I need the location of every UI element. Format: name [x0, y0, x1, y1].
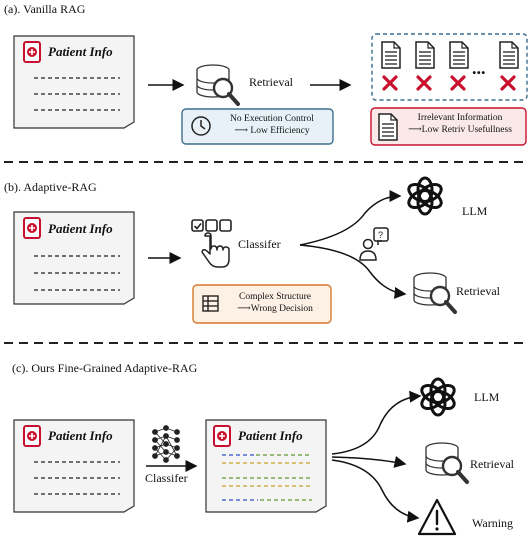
ours-patient-doc-left	[13, 419, 135, 513]
ours-doc-title-right: Patient Info	[238, 428, 303, 443]
note-blue-line2: ⟶ Low Efficiency	[234, 126, 310, 136]
ours-doc-title-left: Patient Info	[48, 428, 113, 443]
file-list-icon	[378, 113, 398, 141]
note-red-line1: Irrelevant Information	[417, 113, 503, 123]
ours-retrieval-label: Retrieval	[470, 457, 514, 471]
ellipsis: ...	[472, 58, 486, 78]
clock-icon	[191, 116, 211, 136]
note-blue-text: No Execution Control ⟶ Low Efficiency	[214, 113, 330, 137]
section-title-adaptive: (b). Adaptive-RAG	[4, 180, 97, 194]
ours-patient-doc-right	[205, 419, 327, 513]
note-box-red	[370, 107, 527, 146]
document-icon	[23, 41, 41, 63]
ours-warning-label: Warning	[472, 516, 514, 530]
note-orange-text: Complex Structure ⟶Wrong Decision	[222, 291, 328, 315]
vanilla-retrieval-label: Retrieval	[249, 75, 293, 89]
note-red-text: Irrelevant Information ⟶Low Retriv Usefu…	[396, 112, 524, 136]
vanilla-doc-title: Patient Info	[48, 44, 113, 59]
ours-llm-label: LLM	[474, 390, 500, 404]
adaptive-retrieval-label: Retrieval	[456, 284, 500, 298]
pointing-hand-icon	[201, 232, 230, 268]
warning-icon	[417, 498, 457, 536]
section-title-vanilla: (a). Vanilla RAG	[4, 2, 86, 16]
note-box-blue	[181, 108, 334, 145]
adaptive-classifier-label: Classifer	[238, 237, 281, 251]
vanilla-patient-doc	[13, 35, 135, 129]
note-red-line2: ⟶Low Retriv Usefullness	[408, 125, 512, 135]
database-search-icon	[195, 63, 240, 106]
neural-network-icon	[152, 425, 180, 463]
adaptive-doc-title: Patient Info	[48, 221, 113, 236]
ours-classifier-label: Classifer	[145, 471, 188, 485]
svg-text:?: ?	[378, 230, 383, 240]
section-title-ours: (c). Ours Fine-Grained Adaptive-RAG	[12, 361, 198, 375]
note-orange-line2: ⟶Wrong Decision	[237, 304, 313, 314]
table-icon	[202, 295, 219, 312]
openai-logo-icon	[404, 176, 446, 216]
adaptive-llm-label: LLM	[462, 204, 488, 218]
user-question-icon	[359, 227, 389, 261]
note-blue-line1: No Execution Control	[230, 114, 314, 124]
note-orange-line1: Complex Structure	[238, 292, 312, 302]
checkbox-icon	[191, 219, 232, 232]
note-box-orange	[192, 284, 332, 324]
adaptive-patient-doc	[13, 211, 135, 305]
